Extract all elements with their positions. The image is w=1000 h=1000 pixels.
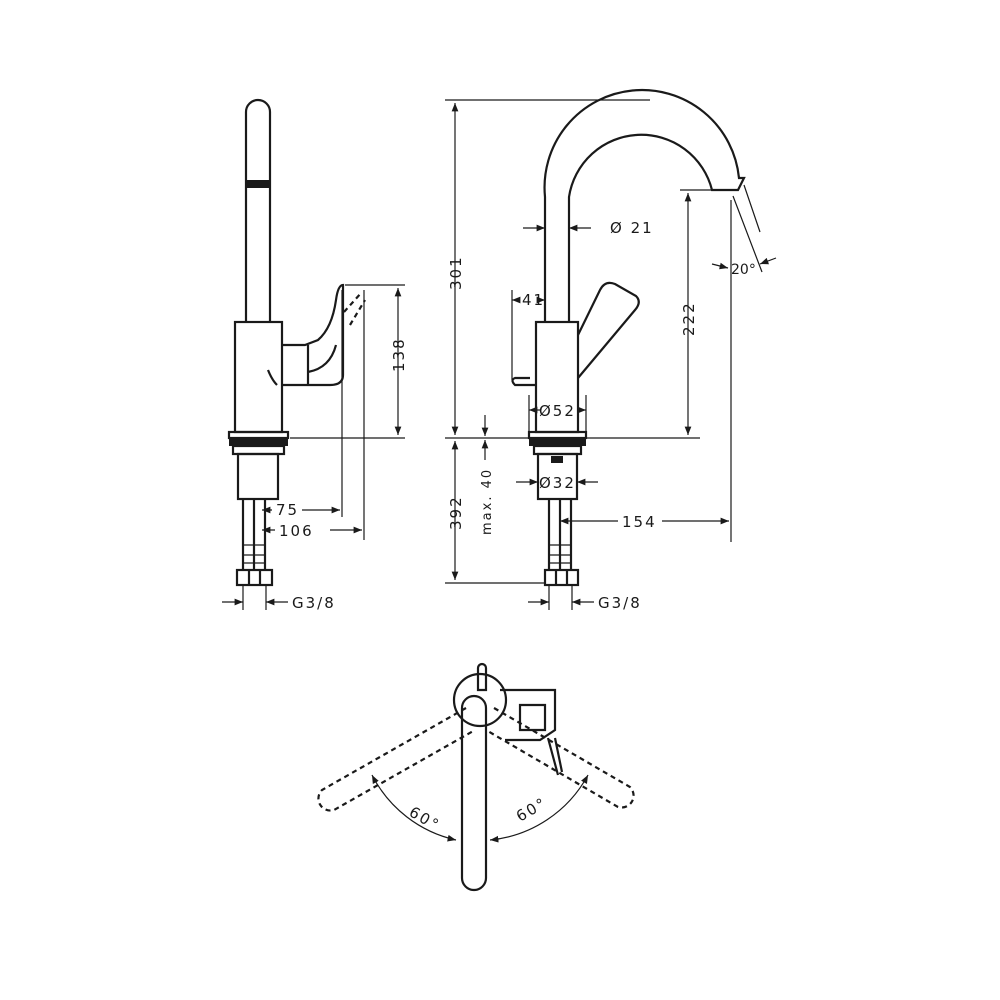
angle-arc-left: [371, 774, 457, 842]
dim-spout-diameter: Ø 21: [610, 219, 654, 237]
hose-ferrules: [243, 544, 265, 564]
dim-41: 41: [522, 291, 545, 309]
dim-301: 301: [447, 255, 465, 290]
nut-detail: [554, 570, 569, 585]
dim-75: 75: [276, 501, 299, 519]
dim-thread-left: G3/8: [292, 594, 336, 612]
lever-top: [546, 737, 564, 776]
handle-top: [500, 688, 557, 742]
base-plate: [227, 430, 290, 440]
dim-222: 222: [680, 301, 698, 336]
base-plate: [527, 430, 588, 440]
dim-106: 106: [279, 522, 314, 540]
top-view: 60° 60°: [317, 662, 635, 892]
dimension-arrow: [759, 257, 777, 265]
side-view: 138 75 106 G3/8: [222, 98, 408, 612]
dim-shank-diameter: Ø32: [539, 474, 576, 492]
supply-hoses: [241, 499, 267, 570]
extension-line: [242, 585, 267, 610]
dim-138: 138: [390, 337, 408, 372]
nut: [543, 568, 580, 587]
extension-line: [548, 585, 573, 610]
handle-detail: [306, 344, 338, 385]
lever: [577, 281, 640, 379]
dim-154: 154: [622, 513, 657, 531]
nut-detail: [247, 570, 262, 585]
mounting-nut: [532, 444, 583, 456]
body-top: [452, 672, 508, 728]
aerator-band: [246, 180, 270, 188]
handle-open-position: [343, 291, 366, 326]
dim-spout-angle: 20°: [731, 262, 756, 278]
dim-body-diameter: Ø52: [539, 402, 576, 420]
body: [233, 320, 284, 434]
extension-line: [445, 99, 700, 584]
spout-swivel-right: [485, 707, 635, 809]
spout-tube: [244, 98, 272, 322]
handle: [282, 283, 345, 387]
base-gasket: [229, 438, 288, 446]
side-lever: [511, 376, 536, 387]
angle-arc-right: [489, 774, 589, 843]
spout-top: [460, 694, 488, 892]
dim-swivel-left: 60°: [406, 803, 443, 835]
extension-line: [559, 200, 732, 542]
dim-392: 392: [447, 495, 465, 530]
body-marking: [266, 369, 278, 386]
mounting-nut: [231, 444, 286, 456]
nut: [235, 568, 274, 587]
dimension-arrow: [711, 262, 729, 270]
dim-max-40: max. 40: [480, 468, 495, 535]
side-lever-top: [476, 662, 488, 692]
extension-line: [528, 395, 587, 432]
base-gasket: [529, 438, 586, 446]
shank-screw: [551, 456, 563, 463]
spout: [543, 88, 746, 322]
spout-swivel-left: [317, 707, 476, 812]
extension-line: [290, 284, 405, 439]
shank: [236, 452, 280, 501]
shank: [536, 452, 579, 501]
extension-line: [341, 290, 365, 540]
front-view: 301 392 max. 40 222 Ø 21 41 Ø52 Ø32 154 …: [445, 88, 777, 612]
handle-top-detail: [518, 703, 547, 732]
extension-line: [732, 184, 763, 273]
hose-ferrules: [549, 544, 571, 564]
dim-thread-right: G3/8: [598, 594, 642, 612]
